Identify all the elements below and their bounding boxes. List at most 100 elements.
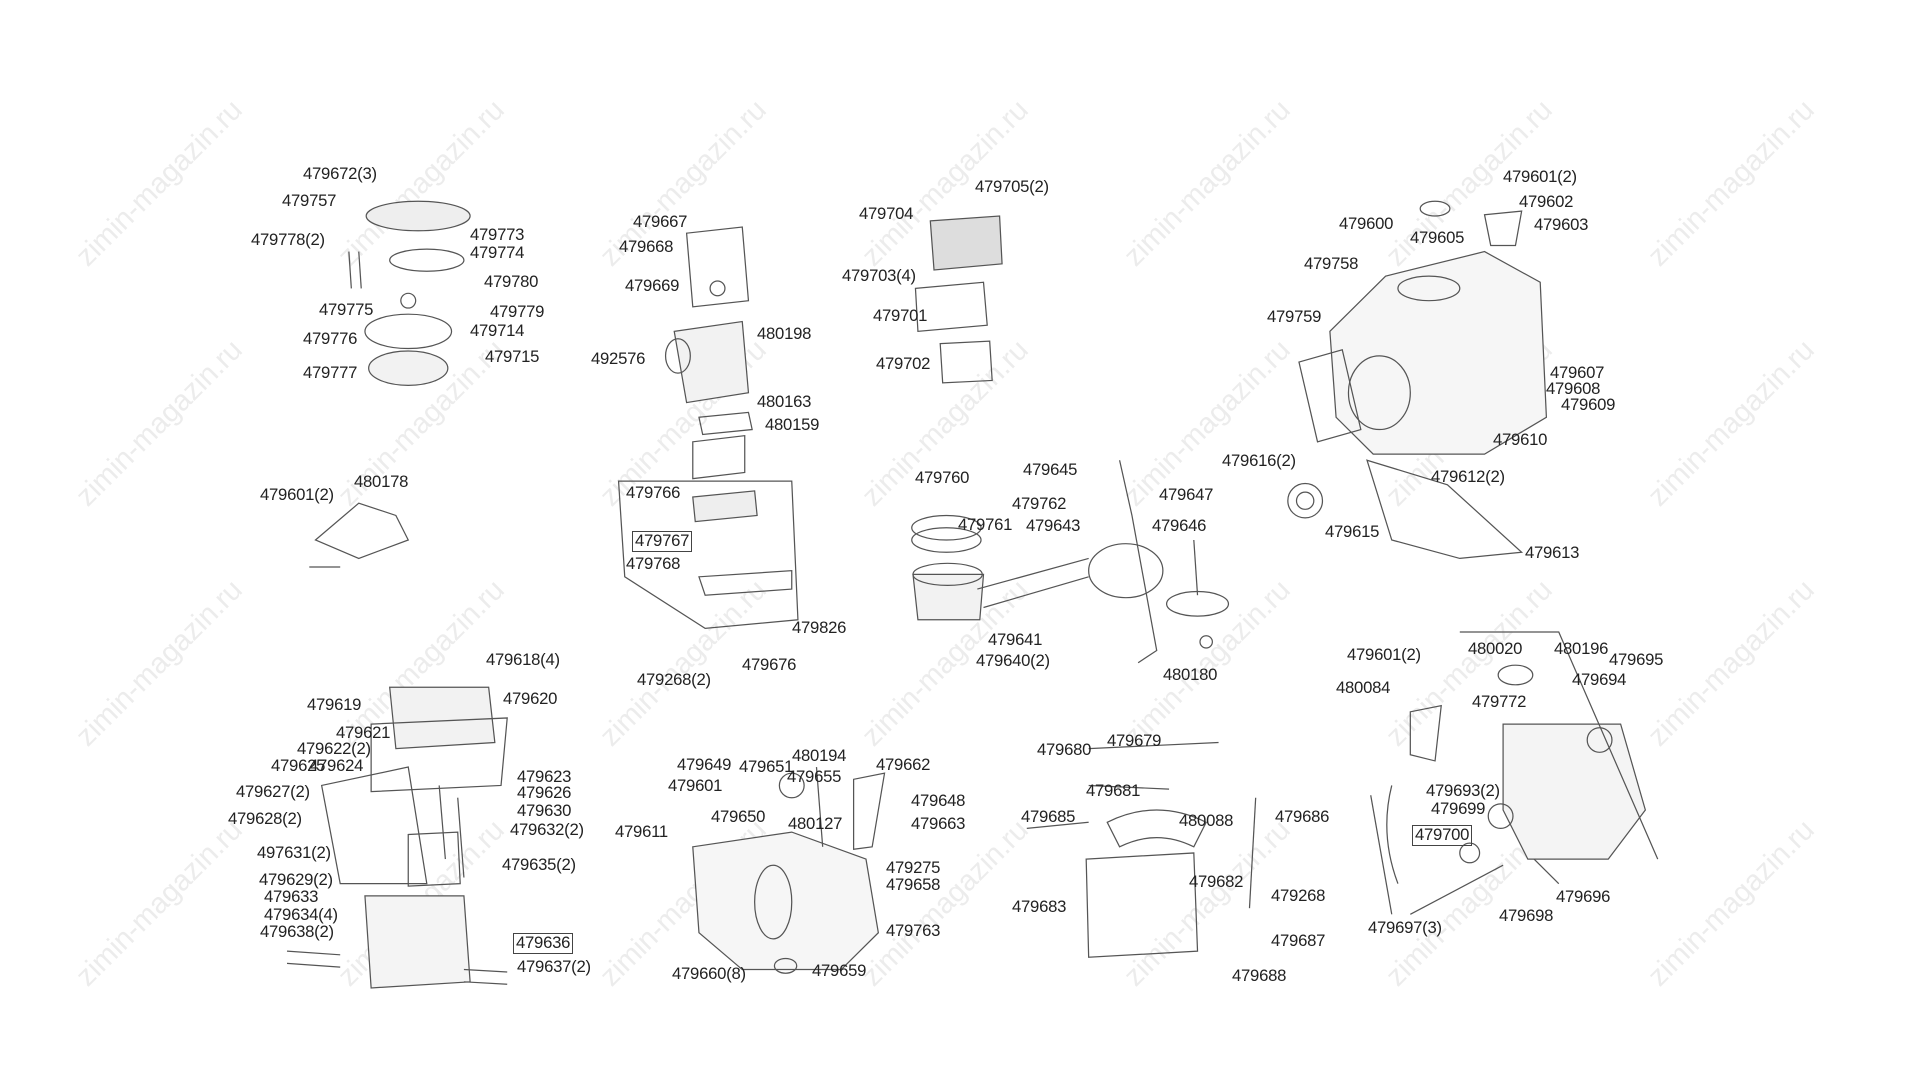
part-number-label: 479776 <box>303 329 358 348</box>
part-number-label: 479615 <box>1325 522 1380 541</box>
part-number-label: 479672(3) <box>303 164 377 183</box>
part-number-label: 479704 <box>859 204 914 223</box>
part-number-label: 479635(2) <box>502 855 576 874</box>
part-number-label: 479703(4) <box>842 266 916 285</box>
part-number-label: 479640(2) <box>976 651 1050 670</box>
carburetor-drawing <box>617 226 799 629</box>
part-number-label: 479687 <box>1271 931 1326 950</box>
part-number-label: 479697(3) <box>1368 918 1442 937</box>
part-number-label: 479767 <box>632 531 693 552</box>
part-number-label: 479826 <box>792 618 847 637</box>
part-number-label: 479668 <box>619 237 674 256</box>
part-number-label: 479651 <box>739 757 794 776</box>
part-number-label: 480198 <box>757 324 812 343</box>
part-number-label: 480178 <box>354 472 409 491</box>
part-number-label: 479695 <box>1609 650 1664 669</box>
governor-drawing <box>1026 741 1257 958</box>
part-number-label: 479696 <box>1556 887 1611 906</box>
part-number-label: 480159 <box>765 415 820 434</box>
part-number-label: 479667 <box>633 212 688 231</box>
part-number-label: 479658 <box>886 875 941 894</box>
part-number-label: 479624 <box>309 756 364 775</box>
part-number-label: 479682 <box>1189 872 1244 891</box>
part-number-label: 479715 <box>485 347 540 366</box>
part-number-label: 479714 <box>470 321 525 340</box>
part-number-label: 479680 <box>1037 740 1092 759</box>
part-number-label: 479634(4) <box>264 905 338 924</box>
part-number-label: 479645 <box>1023 460 1078 479</box>
part-number-label: 479773 <box>470 225 525 244</box>
part-number-label: 479648 <box>911 791 966 810</box>
part-number-label: 480194 <box>792 746 847 765</box>
part-number-label: 479601 <box>668 776 723 795</box>
part-number-label: 479268 <box>1271 886 1326 905</box>
part-number-label: 479699 <box>1431 799 1486 818</box>
part-number-label: 479616(2) <box>1222 451 1296 470</box>
part-number-label: 480180 <box>1163 665 1218 684</box>
part-number-label: 479268(2) <box>637 670 711 689</box>
part-number-label: 479630 <box>517 801 572 820</box>
recoil-starter-drawing <box>348 200 471 386</box>
crankshaft-piston-drawing <box>911 460 1230 664</box>
part-number-label: 479633 <box>264 887 319 906</box>
part-number-label: 479612(2) <box>1431 467 1505 486</box>
part-number-label: 479694 <box>1572 670 1627 689</box>
part-number-label: 479768 <box>626 554 681 573</box>
part-number-label: 479702 <box>876 354 931 373</box>
part-number-label: 479625 <box>271 756 326 775</box>
part-number-label: 479649 <box>677 755 732 774</box>
crankcase-cover-drawing <box>692 766 886 974</box>
part-number-label: 480127 <box>788 814 843 833</box>
part-number-label: 479758 <box>1304 254 1359 273</box>
part-number-label: 479607 <box>1550 363 1605 382</box>
part-number-label: 479688 <box>1232 966 1287 985</box>
part-number-label: 479705(2) <box>975 177 1049 196</box>
part-number-label: 479757 <box>282 191 337 210</box>
part-number-label: 479774 <box>470 243 525 262</box>
part-number-label: 479701 <box>873 306 928 325</box>
part-number-label: 479700 <box>1412 825 1473 846</box>
fuel-tank-drawing <box>1370 631 1659 915</box>
ignition-coil-drawing <box>309 502 410 568</box>
part-number-label: 479646 <box>1152 516 1207 535</box>
part-number-label: 479761 <box>958 515 1013 534</box>
part-number-label: 479618(4) <box>486 650 560 669</box>
cylinder-block-drawing <box>1287 200 1548 560</box>
part-number-label: 479766 <box>626 483 681 502</box>
part-number-label: 479626 <box>517 783 572 802</box>
part-number-label: 479681 <box>1086 781 1141 800</box>
air-filter-drawing <box>914 215 1003 384</box>
part-number-label: 480196 <box>1554 639 1609 658</box>
part-number-label: 479763 <box>886 921 941 940</box>
part-number-label: 492576 <box>591 349 646 368</box>
part-number-label: 479759 <box>1267 307 1322 326</box>
part-number-label: 479780 <box>484 272 539 291</box>
part-number-label: 479777 <box>303 363 358 382</box>
part-number-label: 479679 <box>1107 731 1162 750</box>
part-number-label: 479621 <box>336 723 391 742</box>
part-number-label: 479601(2) <box>1503 167 1577 186</box>
part-number-label: 479627(2) <box>236 782 310 801</box>
part-number-label: 479608 <box>1546 379 1601 398</box>
part-number-label: 480088 <box>1179 811 1234 830</box>
part-number-label: 479683 <box>1012 897 1067 916</box>
part-number-label: 479660(8) <box>672 964 746 983</box>
part-number-label: 479779 <box>490 302 545 321</box>
part-number-label: 479760 <box>915 468 970 487</box>
cylinder-head-drawing <box>286 686 508 989</box>
part-number-label: 479638(2) <box>260 922 334 941</box>
part-number-label: 479610 <box>1493 430 1548 449</box>
part-number-label: 479685 <box>1021 807 1076 826</box>
part-number-label: 497631(2) <box>257 843 331 862</box>
part-number-label: 479602 <box>1519 192 1574 211</box>
part-number-label: 479775 <box>319 300 374 319</box>
part-number-label: 479628(2) <box>228 809 302 828</box>
part-number-label: 479650 <box>711 807 766 826</box>
part-number-label: 479647 <box>1159 485 1214 504</box>
part-number-label: 479629(2) <box>259 870 333 889</box>
part-number-label: 479603 <box>1534 215 1589 234</box>
part-number-label: 479659 <box>812 961 867 980</box>
part-number-label: 479619 <box>307 695 362 714</box>
part-number-label: 479772 <box>1472 692 1527 711</box>
